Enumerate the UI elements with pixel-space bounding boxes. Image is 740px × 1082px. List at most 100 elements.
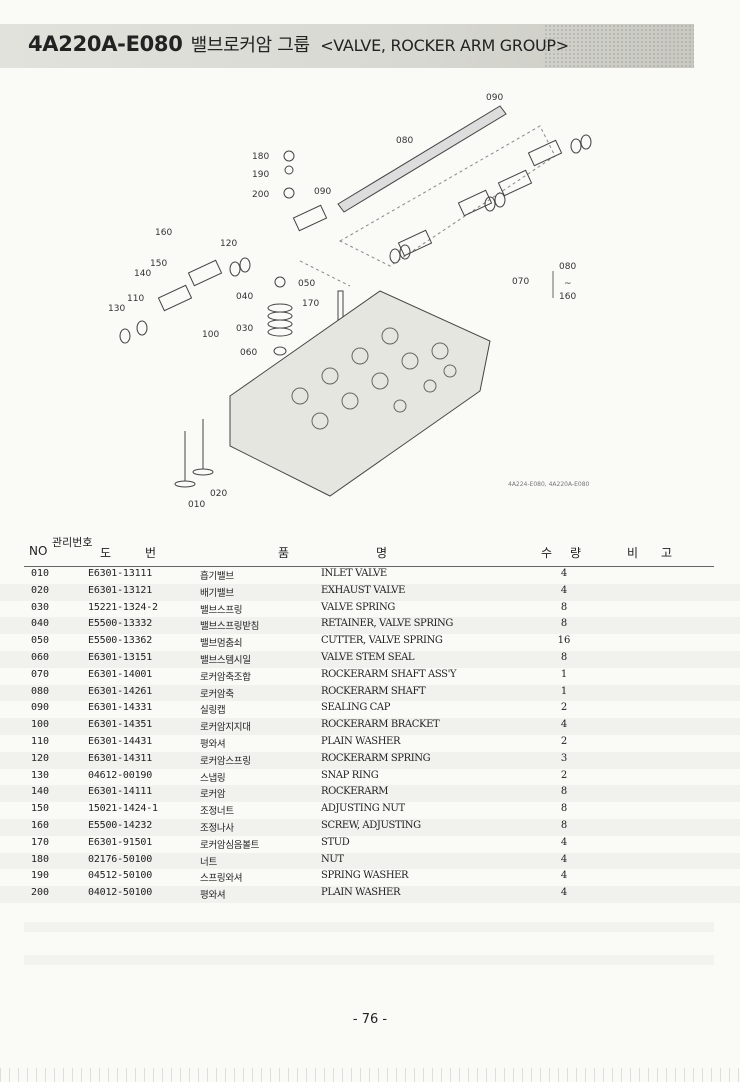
callout-080b: 080 xyxy=(559,262,576,272)
title-band xyxy=(0,24,694,68)
group-title-ko: 밸브로커암 그룹 xyxy=(190,35,311,56)
rocker-arm-drawings xyxy=(157,139,563,312)
part-name-en: ROCKERARM xyxy=(321,786,389,798)
drawing-number: E6301-13151 xyxy=(88,651,153,663)
callout-040: 040 xyxy=(236,292,253,302)
part-no-index: 030 xyxy=(31,601,50,613)
part-name-ko: 조정너트 xyxy=(200,806,234,818)
drawing-number: E5500-13362 xyxy=(88,635,153,647)
quantity: 1 xyxy=(560,668,568,680)
quantity: 4 xyxy=(560,853,568,865)
table-row: 030 15221-1324-2 밸브스프링 VALVE SPRING 8 xyxy=(0,601,740,618)
drawing-number: 04012-50100 xyxy=(88,887,153,899)
part-name-ko: 로커암축조합 xyxy=(200,671,251,683)
part-no-index: 130 xyxy=(31,769,50,781)
part-name-ko: 배기밸브 xyxy=(200,587,234,599)
empty-row xyxy=(24,955,714,965)
drawing-number: E6301-13121 xyxy=(88,584,153,596)
part-name-en: ADJUSTING NUT xyxy=(321,803,405,815)
callout-140: 140 xyxy=(134,269,151,279)
part-name-ko: 실링캡 xyxy=(200,705,226,717)
part-name-ko: 로커암축 xyxy=(200,688,234,700)
rocker-shaft-drawing xyxy=(337,105,507,213)
part-no-index: 100 xyxy=(31,719,50,731)
part-name-en: ROCKERARM SHAFT xyxy=(321,685,426,697)
drawing-number: E6301-14111 xyxy=(88,786,153,798)
part-name-ko: 스냅링 xyxy=(200,772,226,784)
part-name-en: SNAP RING xyxy=(321,769,379,781)
callout-180: 180 xyxy=(252,152,269,162)
callout-060: 060 xyxy=(240,348,257,358)
part-name-en: SCREW, ADJUSTING xyxy=(321,819,421,831)
header-rule xyxy=(24,566,714,567)
quantity: 8 xyxy=(560,786,568,798)
callout-070: 070 xyxy=(512,277,529,287)
part-name-en: SEALING CAP xyxy=(321,702,391,714)
part-no-index: 050 xyxy=(31,635,50,647)
quantity: 8 xyxy=(560,651,568,663)
part-name-en: VALVE SPRING xyxy=(321,601,395,613)
drawing-number: E6301-14261 xyxy=(88,685,153,697)
part-no-index: 190 xyxy=(31,870,50,882)
part-name-ko: 로커암지지대 xyxy=(200,722,251,734)
callout-150: 150 xyxy=(150,259,167,269)
diagram-reference: 4A224-E080, 4A220A-E080 xyxy=(508,481,590,488)
col-no: NO xyxy=(29,544,48,558)
quantity: 8 xyxy=(560,601,568,613)
callout-labels: 090 080 180 190 200 090 160 120 150 140 … xyxy=(108,93,590,510)
part-no-index: 080 xyxy=(31,685,50,697)
drawing-number: E5500-13332 xyxy=(88,618,153,630)
part-name-en: ROCKERARM SHAFT ASS'Y xyxy=(321,668,457,680)
part-no-index: 150 xyxy=(31,803,50,815)
part-name-ko: 밸브스프링 xyxy=(200,604,243,616)
part-name-en: SPRING WASHER xyxy=(321,870,409,882)
col-name-2: 명 xyxy=(376,546,388,560)
quantity: 4 xyxy=(560,870,568,882)
part-name-ko: 너트 xyxy=(200,856,217,868)
empty-row xyxy=(24,922,714,932)
quantity: 2 xyxy=(560,769,568,781)
part-name-ko: 밸브멈춤쇠 xyxy=(200,638,243,650)
part-name-ko: 밸브스템시일 xyxy=(200,654,251,666)
col-qty-2: 량 xyxy=(570,546,582,560)
part-no-index: 110 xyxy=(31,735,50,747)
exploded-parts-diagram: 090 080 180 190 200 090 160 120 150 140 … xyxy=(108,93,592,510)
col-qty-1: 수 xyxy=(541,546,553,560)
part-name-ko: 로커암심음볼트 xyxy=(200,839,260,851)
part-name-ko: 로커암 xyxy=(200,789,226,801)
drawing-number: E6301-14311 xyxy=(88,752,153,764)
callout-110: 110 xyxy=(127,294,144,304)
part-name-ko: 밸브스프링받침 xyxy=(200,621,260,633)
table-header: NO 관리번호 도 번 품 명 수 량 비 고 xyxy=(0,536,740,566)
quantity: 8 xyxy=(560,819,568,831)
callout-080: 080 xyxy=(396,136,413,146)
valve-spring-drawing xyxy=(267,303,293,356)
callout-020: 020 xyxy=(210,489,227,499)
drawing-number: E6301-13111 xyxy=(88,568,153,579)
drawing-number: 15021-1424-1 xyxy=(88,803,158,815)
part-name-en: INLET VALVE xyxy=(321,568,387,579)
part-name-en: NUT xyxy=(321,853,344,865)
part-name-en: EXHAUST VALVE xyxy=(321,584,406,596)
part-name-ko: 흡기밸브 xyxy=(200,571,234,582)
part-no-index: 200 xyxy=(31,887,50,899)
part-no-index: 070 xyxy=(31,668,50,680)
part-name-en: RETAINER, VALVE SPRING xyxy=(321,618,453,630)
part-no-index: 090 xyxy=(31,702,50,714)
part-no-index: 160 xyxy=(31,819,50,831)
col-remark-2: 고 xyxy=(661,546,673,560)
part-no-index: 170 xyxy=(31,836,50,848)
col-mgmt: 관리번호 xyxy=(52,536,93,549)
callout-tilde: ~ xyxy=(564,279,572,289)
part-no-index: 020 xyxy=(31,584,50,596)
drawing-number: 15221-1324-2 xyxy=(88,601,158,613)
